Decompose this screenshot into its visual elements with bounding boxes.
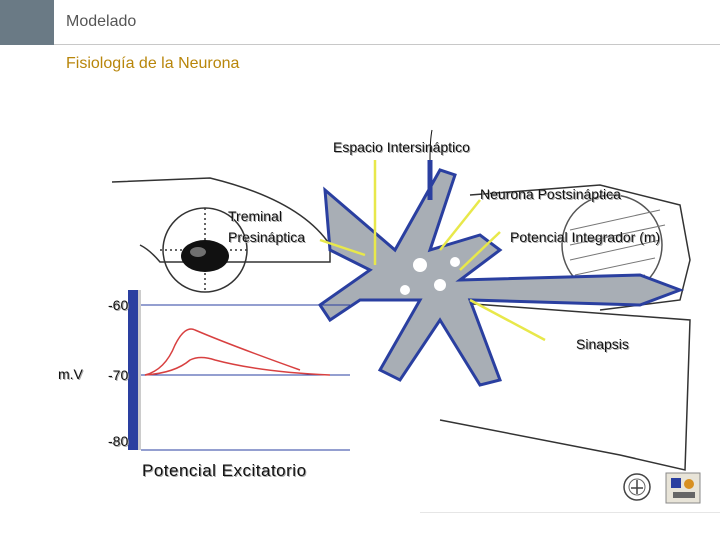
footer-divider: [420, 512, 720, 513]
unam-seal-icon: [622, 472, 652, 502]
label-terminal-line2: Presináptica: [228, 229, 305, 245]
epsp-curve-2: [145, 358, 330, 376]
fi-logo-icon: [665, 472, 701, 504]
label-neurona-postsinaptica: Neurona Postsináptica: [480, 186, 621, 202]
label-terminal-line1: Treminal: [228, 208, 282, 224]
label-mv: m.V: [58, 366, 83, 382]
terminal-nucleus: [181, 240, 229, 272]
tick-label-60: -60: [108, 297, 128, 313]
tick-label-80: -80: [108, 433, 128, 449]
voltage-axis-bar: [128, 290, 138, 450]
label-potencial-excitatorio: Potencial Excitatorio: [142, 461, 307, 481]
epsp-curve-1: [145, 329, 300, 375]
tick-label-70: -70: [108, 367, 128, 383]
label-sinapsis: Sinapsis: [576, 336, 629, 352]
label-espacio-intersinaptico: Espacio Intersináptico: [333, 139, 470, 155]
label-potencial-integrador: Potencial Integrador (m): [510, 229, 660, 245]
